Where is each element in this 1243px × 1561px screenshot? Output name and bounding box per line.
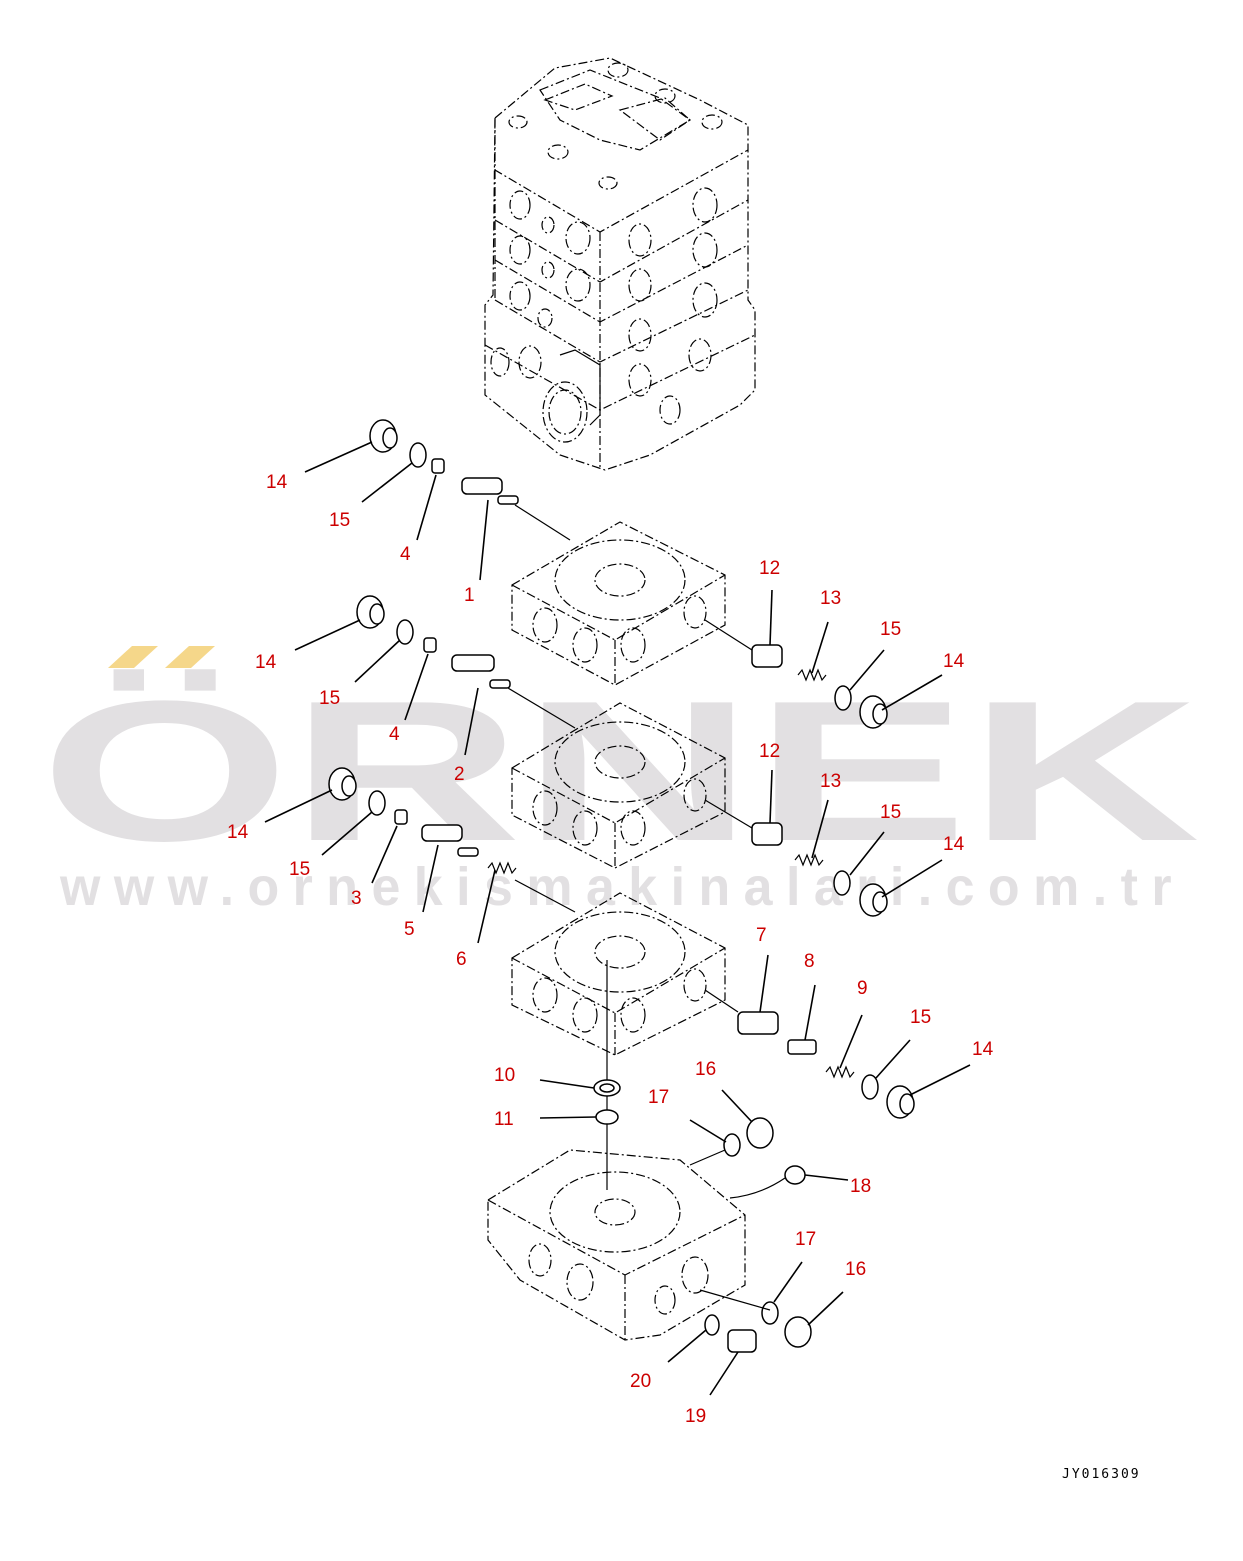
callout-14: 14 <box>255 652 277 673</box>
callout-15: 15 <box>319 688 340 709</box>
part-19-plug <box>727 1329 757 1353</box>
part-3-sleeve <box>394 809 408 825</box>
valve-section-lower <box>511 892 726 1056</box>
part-17-o-ring-2 <box>761 1301 779 1325</box>
part-17-o-ring <box>723 1133 741 1157</box>
part-11-o-ring <box>595 1109 619 1125</box>
watermark-accent-right <box>165 646 215 668</box>
part-15-o-ring-5 <box>833 870 851 896</box>
callout-9: 9 <box>857 978 868 999</box>
callout-8: 8 <box>804 951 815 972</box>
part-18-plug <box>784 1165 806 1185</box>
part-6-spring <box>487 861 517 875</box>
callout-14: 14 <box>943 834 965 855</box>
callout-15: 15 <box>880 802 901 823</box>
watermark-url: www.ornekismakinalari.com.tr <box>59 857 1185 917</box>
callout-3: 3 <box>351 888 362 909</box>
part-15-o-ring-2 <box>396 619 414 645</box>
callout-12: 12 <box>759 741 780 762</box>
callout-14: 14 <box>266 472 288 493</box>
callout-13: 13 <box>820 771 841 792</box>
callout-4: 4 <box>389 724 400 745</box>
part-8-piston <box>787 1039 817 1055</box>
valve-section-middle <box>511 702 726 869</box>
callout-7: 7 <box>756 925 767 946</box>
part-15-o-ring-6 <box>861 1074 879 1100</box>
part-1-spool <box>461 477 503 495</box>
callout-18: 18 <box>850 1176 871 1197</box>
callout-14: 14 <box>227 822 249 843</box>
callout-4: 4 <box>400 544 411 565</box>
drawing-code: JY016309 <box>1062 1467 1141 1482</box>
part-5-spool <box>421 824 463 842</box>
part-15-o-ring <box>409 442 427 468</box>
leader-lines <box>264 441 971 1396</box>
callout-16: 16 <box>845 1259 866 1280</box>
callout-10: 10 <box>494 1065 515 1086</box>
part-15-o-ring-3 <box>368 790 386 816</box>
callout-15: 15 <box>329 510 350 531</box>
callout-2: 2 <box>454 764 465 785</box>
callout-19: 19 <box>685 1406 706 1427</box>
callout-17: 17 <box>795 1229 816 1250</box>
callout-12: 12 <box>759 558 780 579</box>
callout-1: 1 <box>464 585 475 606</box>
callout-17: 17 <box>648 1087 669 1108</box>
callout-16: 16 <box>695 1059 716 1080</box>
callout-20: 20 <box>630 1371 651 1392</box>
part-4-sleeve-2 <box>423 637 437 653</box>
valve-section-upper <box>511 521 726 686</box>
callout-5: 5 <box>404 919 415 940</box>
part-16-plug <box>746 1117 774 1149</box>
part-12-poppet <box>751 644 783 668</box>
part-12-poppet-2 <box>751 822 783 846</box>
watermark-brand: ÖRNEK <box>40 660 1200 883</box>
callout-15: 15 <box>880 619 901 640</box>
callout-11: 11 <box>494 1109 514 1130</box>
part-9-spring <box>825 1065 855 1079</box>
part-16-plug-2 <box>784 1316 812 1348</box>
part-20-o-ring <box>704 1314 720 1336</box>
parts <box>328 419 915 1353</box>
part-15-o-ring-4 <box>834 685 852 711</box>
valve-end-section <box>487 1149 746 1341</box>
callout-13: 13 <box>820 588 841 609</box>
part-13-spring-2 <box>794 853 824 867</box>
valve-stack-assembly <box>484 57 756 471</box>
part-4-sleeve <box>431 458 445 474</box>
callout-15: 15 <box>910 1007 931 1028</box>
part-2-spool <box>451 654 495 672</box>
callout-15: 15 <box>289 859 310 880</box>
watermark-accent-left <box>108 646 158 668</box>
callout-14: 14 <box>972 1039 994 1060</box>
callout-labels: 14 15 4 1 12 13 15 14 14 15 4 2 12 13 15… <box>227 472 994 1427</box>
part-7-poppet <box>737 1011 779 1035</box>
part-13-spring <box>797 668 827 682</box>
watermark: ÖRNEK www.ornekismakinalari.com.tr <box>40 646 1200 917</box>
callout-6: 6 <box>456 949 467 970</box>
callout-14: 14 <box>943 651 965 672</box>
